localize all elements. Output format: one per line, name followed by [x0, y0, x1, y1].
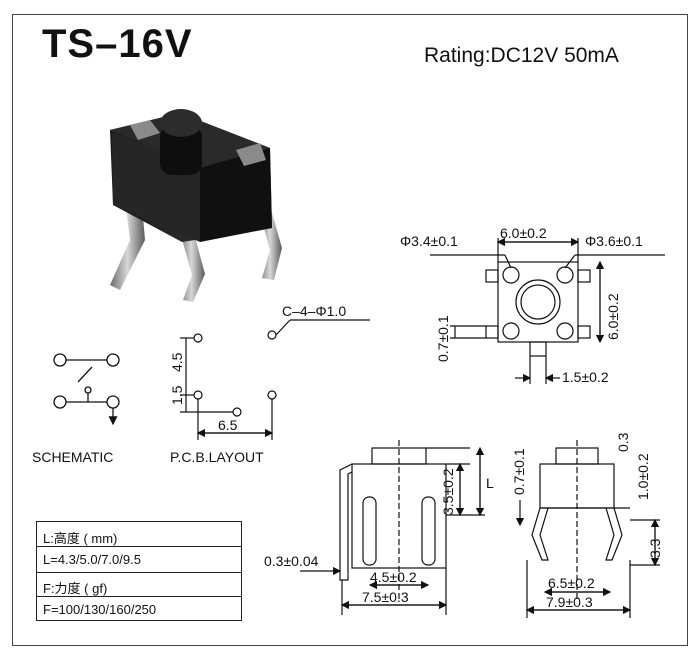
side-dim-79: 7.9±0.3 [546, 594, 593, 610]
side-dim-03: 0.3 [615, 432, 631, 452]
pcb-layout [180, 319, 370, 440]
pcb-dim-horizontal: 6.5 [218, 417, 238, 433]
top-dim-height: 6.0±0.2 [605, 293, 621, 340]
side-dim-10: 1.0±0.2 [635, 453, 651, 500]
schematic-label: SCHEMATIC [32, 449, 113, 465]
side-dim-33: 3.3 [647, 538, 663, 558]
top-dim-tab: 0.7±0.1 [435, 315, 451, 362]
height-label: L:高度 ( mm) [43, 531, 118, 546]
pcb-dim-vertical-1: 4.5 [169, 352, 185, 372]
top-view [430, 237, 665, 384]
force-values: F=100/130/160/250 [43, 602, 157, 617]
front-dim-pin-thickness: 0.3±0.04 [264, 553, 319, 569]
top-dim-stem: 1.5±0.2 [562, 369, 609, 385]
pcb-layout-label: P.C.B.LAYOUT [170, 449, 264, 465]
hole-spec-label: C–4–Φ1.0 [282, 303, 346, 319]
top-dim-phi36: Φ3.6±0.1 [585, 233, 643, 249]
side-view [515, 440, 660, 618]
schematic-symbol [53, 353, 120, 426]
side-dim-65: 6.5±0.2 [548, 575, 595, 591]
rating-text: Rating:DC12V 50mA [424, 44, 619, 67]
top-dim-width: 6.0±0.2 [500, 225, 547, 241]
front-dim-75: 7.5±0.3 [362, 589, 409, 605]
front-view [300, 440, 485, 615]
front-dim-45: 4.5±0.2 [370, 569, 417, 585]
pcb-dim-vertical-2: 1.5 [169, 385, 185, 405]
front-dim-35: 3.5±0.2 [440, 468, 456, 515]
switch-photo [110, 109, 282, 302]
datasheet-frame [12, 14, 688, 646]
part-title: TS–16V [42, 22, 193, 66]
top-dim-phi34: Φ3.4±0.1 [400, 233, 458, 249]
front-dim-L: L [486, 475, 494, 491]
dimension-labels: SCHEMATIC P.C.B.LAYOUT 4.5 1.5 6.5 C–4–Φ… [32, 225, 663, 610]
height-values: L=4.3/5.0/7.0/9.5 [43, 552, 141, 567]
side-dim-07: 0.7±0.1 [511, 448, 527, 495]
spec-table: L:高度 ( mm) L=4.3/5.0/7.0/9.5 F:力度 ( gf) … [36, 521, 242, 621]
force-label: F:力度 ( gf) [43, 581, 108, 596]
